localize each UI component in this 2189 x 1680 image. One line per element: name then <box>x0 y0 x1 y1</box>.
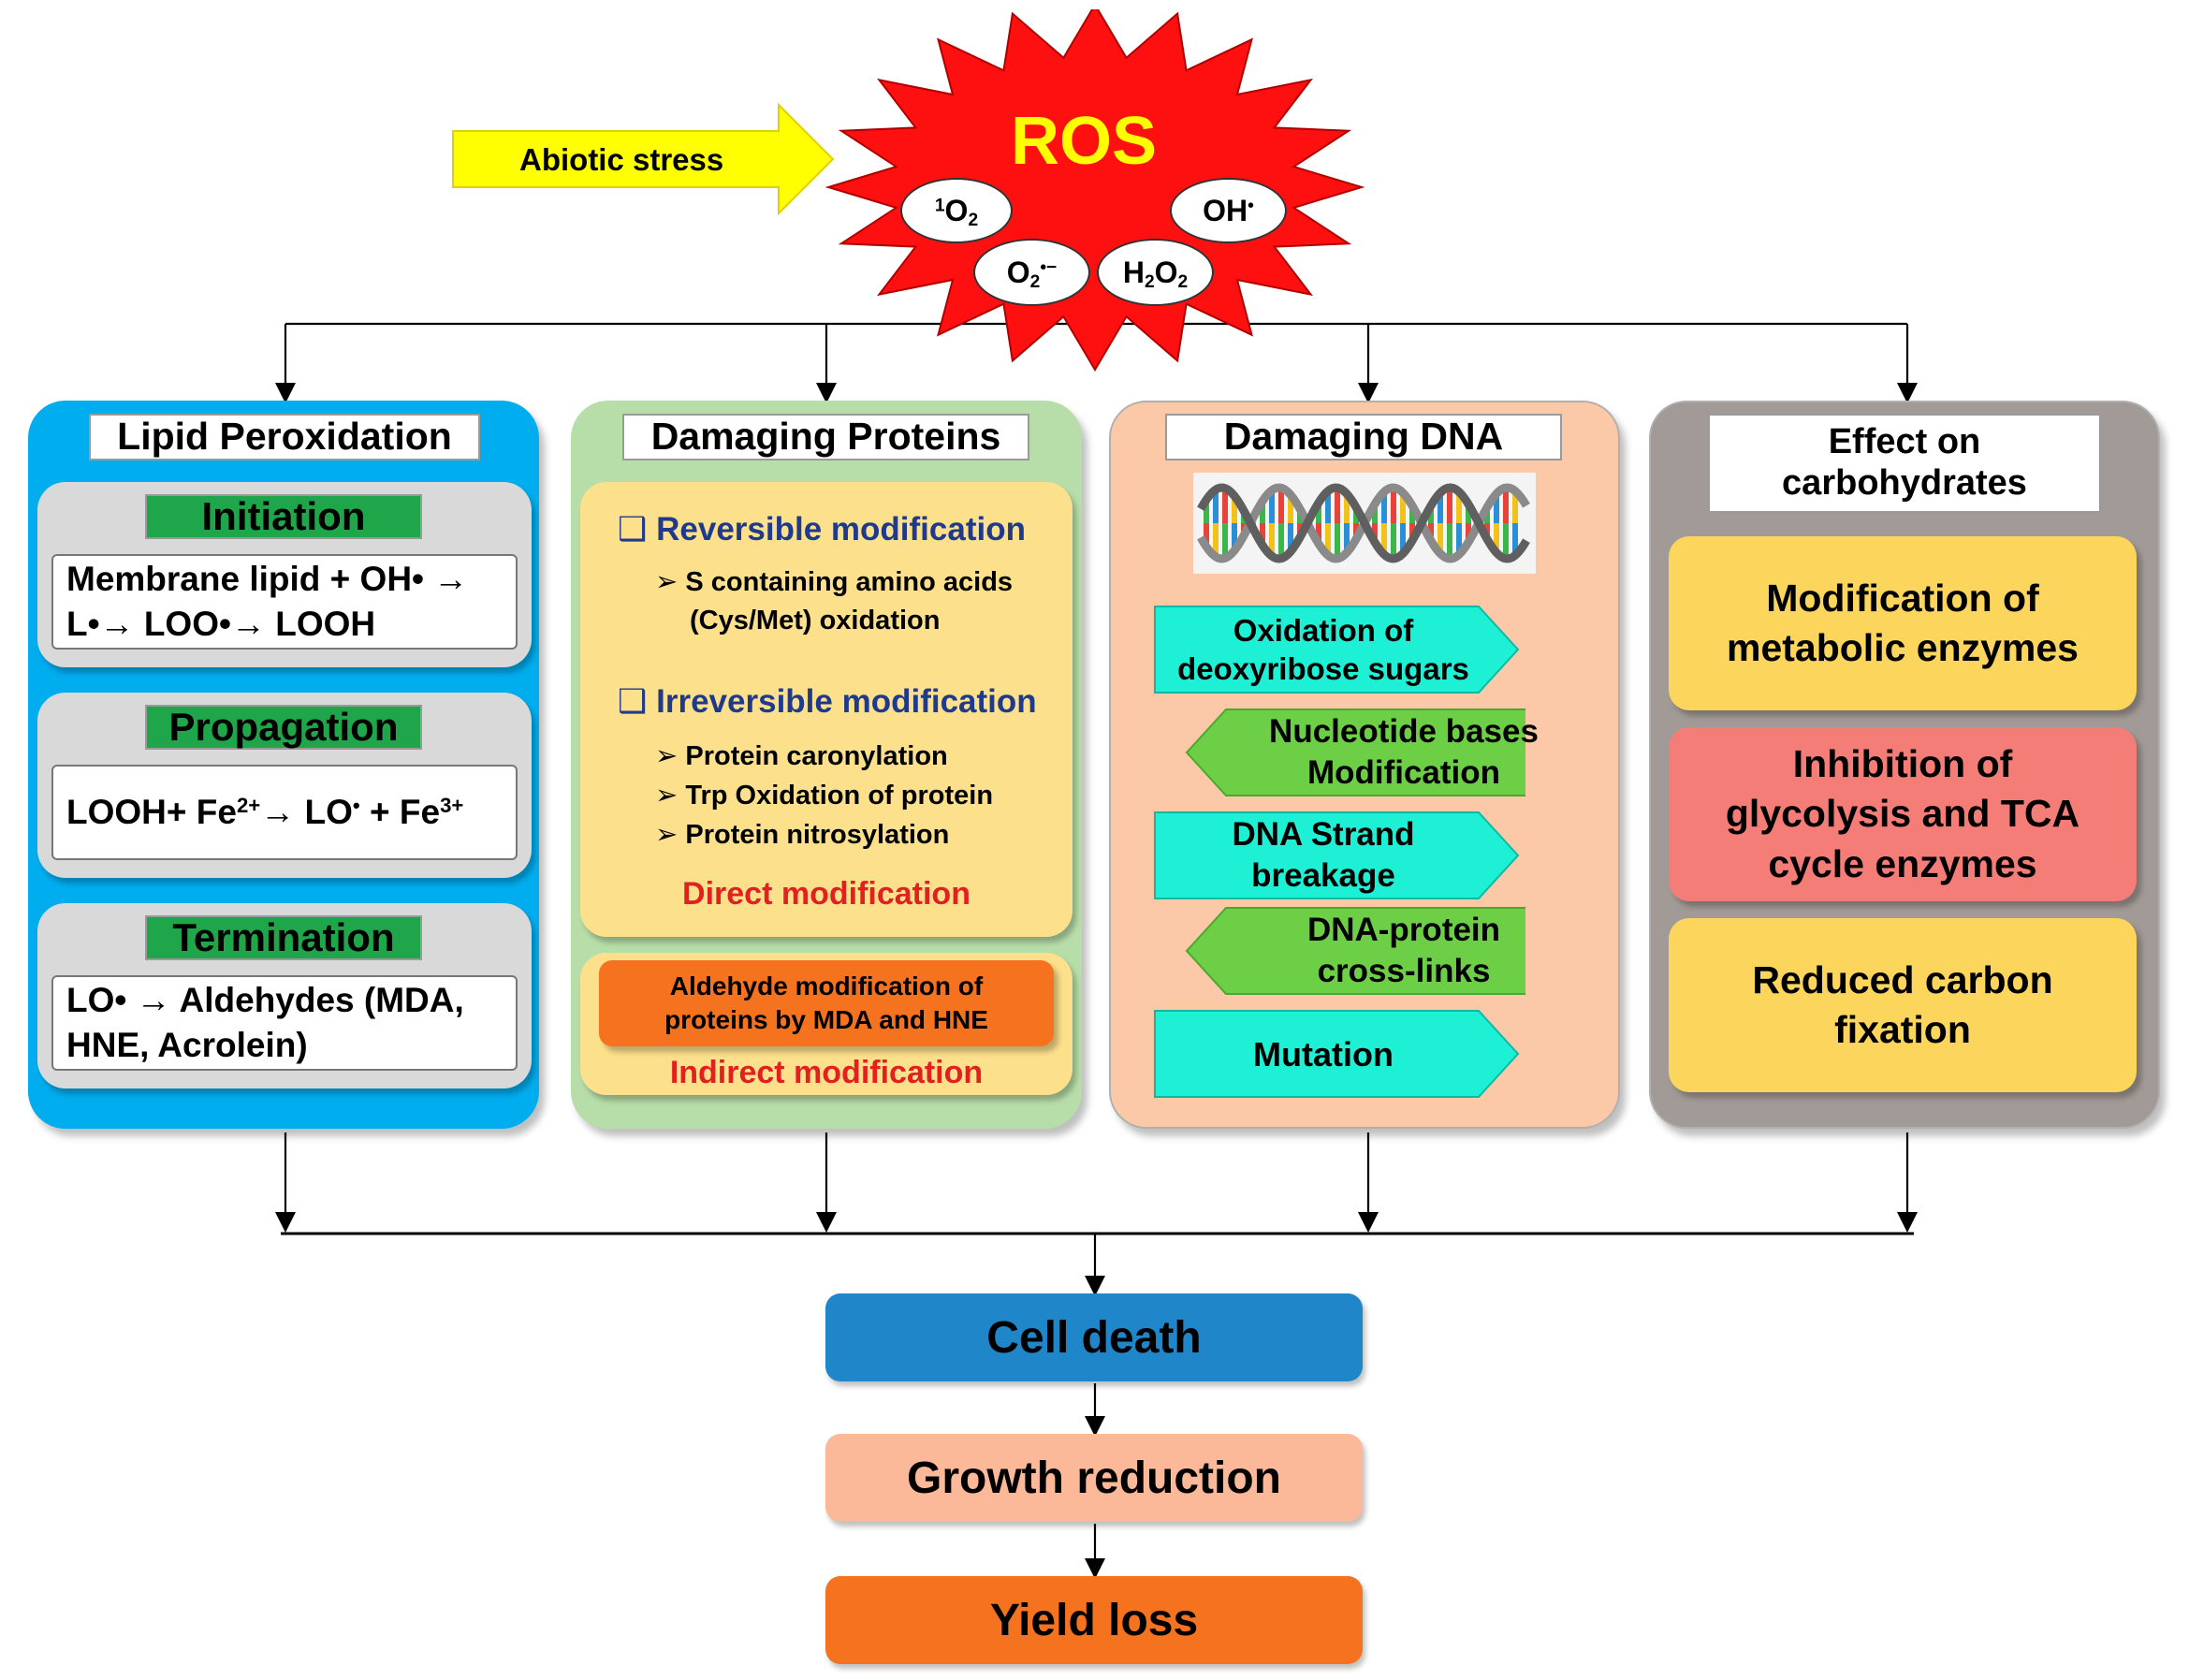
dna-helix-icon <box>1193 473 1536 574</box>
termination-equation: LO• → Aldehydes (MDA,HNE, Acrolein) <box>51 975 518 1071</box>
initiation-label: Initiation <box>145 494 422 539</box>
abiotic-stress-label: Abiotic stress <box>519 142 724 177</box>
irreversible-item-1: ➢ Protein caronylation <box>655 741 948 771</box>
hydrogen-peroxide-species: H2O2 <box>1097 239 1214 306</box>
arrow-bullet-icon: ➢ <box>655 567 679 597</box>
ros-title: ROS <box>1011 104 1158 179</box>
dna-step-5-label: Mutation <box>1253 1034 1394 1074</box>
dna-step-arrow-1 <box>1154 606 1520 694</box>
checkbox-bullet-icon: ❑ <box>618 683 648 720</box>
cell-death-box: Cell death <box>825 1293 1363 1381</box>
dna-step-arrow-3 <box>1154 811 1520 899</box>
termination-label: Termination <box>145 915 422 960</box>
dna-step-arrow-4 <box>1185 907 1525 995</box>
abiotic-stress-arrow <box>452 103 835 216</box>
irreversible-item-2: ➢ Trp Oxidation of protein <box>655 781 994 811</box>
superoxide-species: O2•− <box>973 239 1090 306</box>
hydroxyl-radical-species: OH• <box>1170 178 1287 243</box>
singlet-oxygen-species: 1O2 <box>900 178 1013 243</box>
dna-step-arrow-5 <box>1154 1010 1520 1098</box>
lipid-peroxidation-title: Lipid Peroxidation <box>89 414 480 460</box>
indirect-modification-label: Indirect modification <box>669 1055 984 1090</box>
direct-modification-section <box>580 482 1073 937</box>
dna-step-arrows <box>1154 606 1525 1098</box>
arrow-bullet-icon: ➢ <box>655 781 679 811</box>
damaging-proteins-title: Damaging Proteins <box>622 414 1029 460</box>
irreversible-item-3: ➢ Protein nitrosylation <box>655 820 950 850</box>
initiation-equation: Membrane lipid + OH• →L•→ LOO•→ LOOH <box>51 554 518 650</box>
reversible-item-1: ➢ S containing amino acids <box>655 567 1014 597</box>
propagation-label: Propagation <box>145 705 422 750</box>
reversible-item-2: (Cys/Met) oxidation <box>690 606 941 635</box>
arrow-bullet-icon: ➢ <box>655 820 679 850</box>
arrow-bullet-icon: ➢ <box>655 741 679 771</box>
damaging-dna-title: Damaging DNA <box>1165 414 1562 460</box>
yield-loss-box: Yield loss <box>825 1576 1363 1664</box>
ros-starburst <box>825 9 1365 372</box>
reversible-heading: ❑ Reversible modification <box>618 511 1026 548</box>
direct-modification-label: Direct modification <box>682 876 970 912</box>
checkbox-bullet-icon: ❑ <box>618 511 648 548</box>
growth-reduction-box: Growth reduction <box>825 1434 1363 1522</box>
dna-step-arrow-2 <box>1185 709 1525 796</box>
propagation-equation: LOOH+ Fe2+→ LO• + Fe3+ <box>51 765 518 860</box>
irreversible-heading: ❑ Irreversible modification <box>618 683 1037 720</box>
